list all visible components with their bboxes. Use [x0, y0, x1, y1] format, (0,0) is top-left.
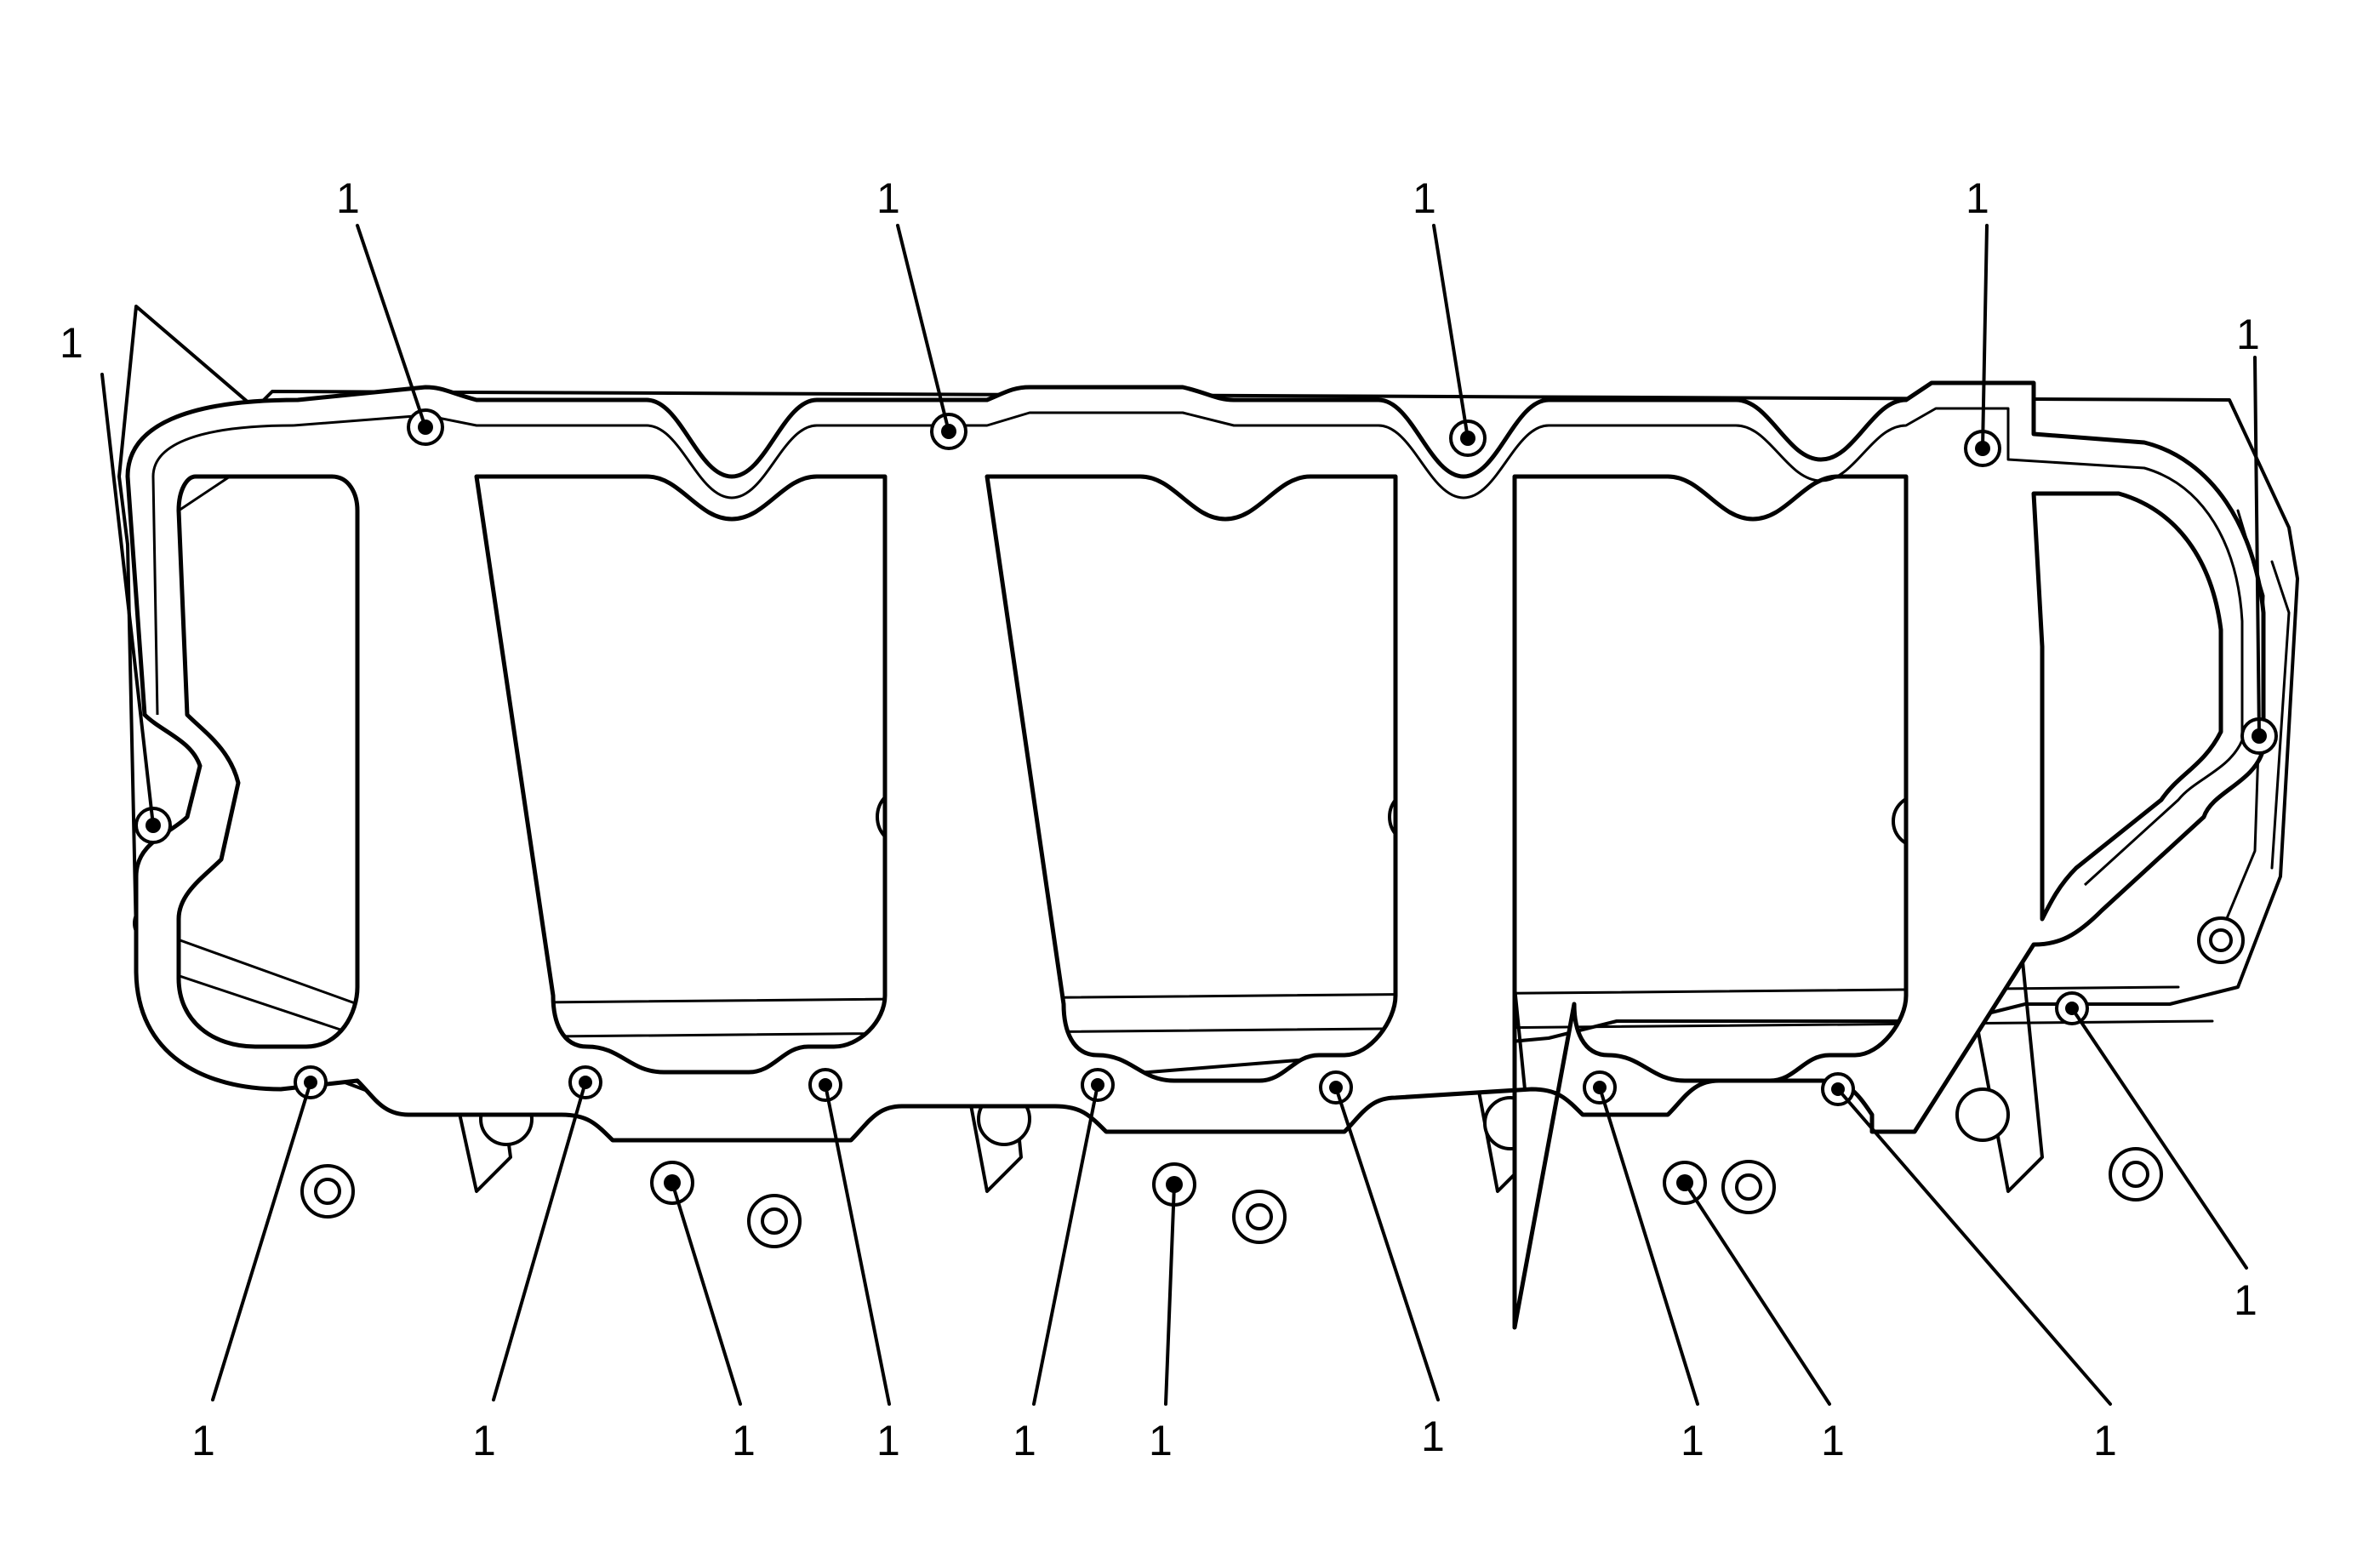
callout-label: 1: [2234, 1276, 2257, 1324]
callout-label: 1: [336, 174, 360, 222]
callout-label: 1: [1681, 1417, 1704, 1464]
callout-label: 1: [1413, 174, 1436, 222]
callout-label: 1: [1149, 1417, 1173, 1464]
callout-label: 1: [191, 1417, 215, 1464]
flange-boss-inner: [761, 1207, 788, 1235]
flange-boss-inner: [1246, 1203, 1273, 1230]
callout-label: 1: [876, 174, 900, 222]
flange-boss-inner: [314, 1178, 341, 1205]
bracket-boss: [1955, 1087, 2010, 1142]
callout-labels: 1 1 1 1 1 1 1 1 1 1 1 1 1 1 1 1 1: [60, 174, 2260, 1464]
callout-label: 1: [732, 1417, 756, 1464]
flange-boss-inner: [1735, 1173, 1762, 1201]
callout-leaders: [100, 224, 2261, 1406]
callout-label: 1: [1821, 1417, 1845, 1464]
callout-label: 1: [2093, 1417, 2117, 1464]
flange-boss-inner: [2122, 1161, 2149, 1188]
callout-label: 1: [1013, 1417, 1036, 1464]
flange-boss-inner: [2209, 928, 2233, 952]
callout-label: 1: [1421, 1413, 1445, 1460]
callout-label: 1: [2236, 311, 2260, 358]
oil-pan-gasket: [125, 380, 2278, 1330]
callout-label: 1: [876, 1417, 900, 1464]
callout-label: 1: [472, 1417, 496, 1464]
callout-label: 1: [1966, 174, 1989, 222]
callout-label: 1: [60, 319, 83, 367]
